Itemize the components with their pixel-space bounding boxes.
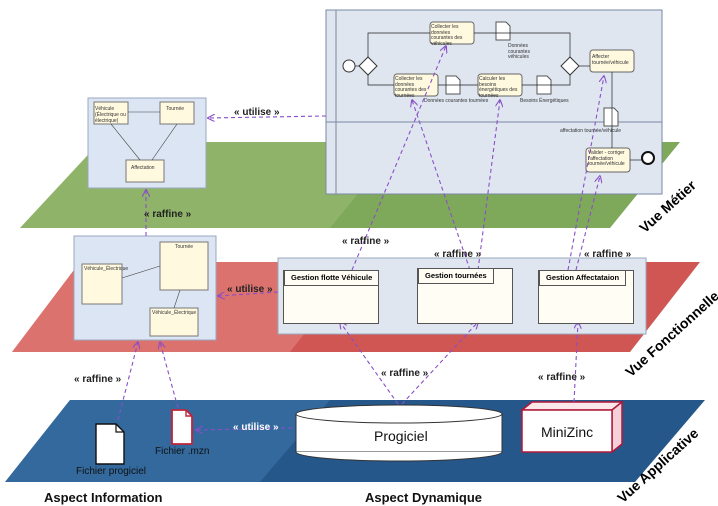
fonc-class-vehicule2: Véhicule_Électrique bbox=[152, 310, 197, 316]
bpmn-task3: Calculer les besoins énergétiques des to… bbox=[479, 76, 518, 99]
package-gestion-flotte-label: Gestion flotte Véhicule bbox=[284, 270, 380, 286]
rel-raffine-left-mid: « raffine » bbox=[74, 374, 122, 385]
rel-raffine-bottom-center: « raffine » bbox=[381, 368, 429, 379]
rel-raffine-center-right: « raffine » bbox=[584, 249, 632, 260]
minizinc-label: MiniZinc bbox=[541, 424, 594, 440]
metier-class-diagram bbox=[87, 97, 207, 189]
rel-utilise-mid: « utilise » bbox=[227, 284, 273, 295]
package-gestion-tournees: Gestion tournées bbox=[417, 268, 513, 324]
minizinc-box bbox=[519, 400, 625, 454]
bpmn-doc1: Données courantes véhicules bbox=[508, 43, 530, 60]
bpmn-doc3: Besoins Énergétiques bbox=[520, 98, 569, 104]
rel-raffine-center: « raffine » bbox=[434, 249, 482, 260]
fichier-mzn-icon bbox=[171, 409, 193, 445]
bpmn-task4: Affecter tournée/véhicule bbox=[592, 54, 629, 66]
bpmn-process bbox=[325, 9, 663, 195]
bpmn-task1: Collecter les données courantes des véhi… bbox=[431, 24, 463, 47]
fonc-class-vehicule: Véhicule_Électrique bbox=[84, 266, 129, 272]
package-gestion-tournees-label: Gestion tournées bbox=[418, 268, 494, 284]
fonctionnelle-class-diagram bbox=[73, 235, 217, 341]
metier-class-affectation: Affectation bbox=[131, 165, 155, 171]
fichier-progiciel-icon bbox=[95, 423, 125, 465]
fichier-mzn-label: Fichier .mzn bbox=[155, 446, 210, 457]
relations-arrows bbox=[117, 46, 604, 430]
aspect-dynamique: Aspect Dynamique bbox=[365, 490, 483, 505]
bpmn-doc2: Données courantes tournées bbox=[424, 98, 489, 104]
metier-class-vehicule: Véhicule (Électrique ou électrique) bbox=[95, 106, 126, 124]
applicative-plane-highlight bbox=[5, 400, 330, 482]
bpmn-task2: Collecter les données courantes des tour… bbox=[395, 76, 427, 99]
rel-raffine-left-top: « raffine » bbox=[144, 209, 192, 220]
bpmn-doc4: affectation tournée/véhicule bbox=[560, 128, 622, 134]
fichier-progiciel-label: Fichier progiciel bbox=[76, 466, 147, 477]
progiciel-cylinder bbox=[295, 404, 503, 462]
package-gestion-affectation-label: Gestion Affectataion bbox=[539, 270, 627, 286]
fonc-class-tournee: Tournée bbox=[175, 244, 194, 250]
aspect-information: Aspect Information bbox=[44, 490, 163, 505]
package-gestion-flotte: Gestion flotte Véhicule bbox=[283, 270, 380, 324]
rel-utilise-bot: « utilise » bbox=[233, 422, 279, 433]
rel-raffine-center-left: « raffine » bbox=[342, 236, 390, 247]
bpmn-task5: Valider - corriger l'affectation tournée… bbox=[588, 150, 625, 167]
metier-class-tournee: Tournée bbox=[166, 106, 185, 112]
progiciel-label: Progiciel bbox=[374, 428, 428, 444]
package-gestion-affectation: Gestion Affectataion bbox=[538, 270, 634, 324]
rel-utilise-top: « utilise » bbox=[234, 107, 280, 118]
rel-raffine-bottom-right: « raffine » bbox=[538, 372, 586, 383]
